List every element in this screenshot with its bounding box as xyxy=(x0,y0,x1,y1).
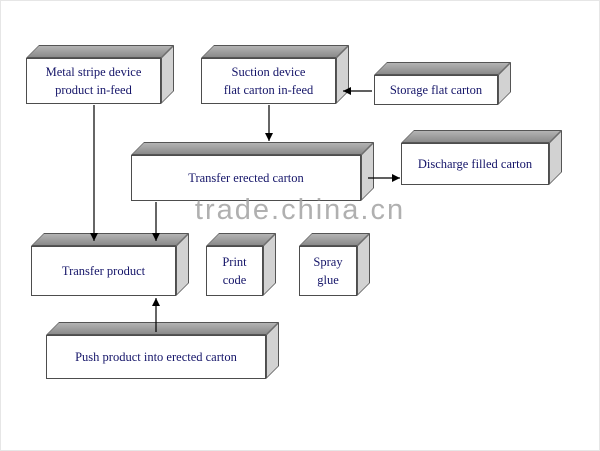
node-transfer-product: Transfer product xyxy=(31,233,189,296)
node-print-code: Print code xyxy=(206,233,276,296)
node-label-transfer-product: Transfer product xyxy=(31,246,176,296)
node-label-push-product: Push product into erected carton xyxy=(46,335,266,379)
node-label-storage-flat-carton: Storage flat carton xyxy=(374,75,498,105)
node-label-print-code: Print code xyxy=(206,246,263,296)
node-discharge-filled-carton: Discharge filled carton xyxy=(401,130,562,185)
box-top-face xyxy=(201,45,349,58)
box-top-face xyxy=(31,233,189,246)
node-label-spray-glue: Spray glue xyxy=(299,246,357,296)
box-top-face xyxy=(131,142,374,155)
node-push-product: Push product into erected carton xyxy=(46,322,279,379)
box-top-face xyxy=(26,45,174,58)
node-storage-flat-carton: Storage flat carton xyxy=(374,62,511,105)
node-suction-infeed: Suction device flat carton in-feed xyxy=(201,45,349,104)
box-side-face xyxy=(176,233,189,296)
box-top-face xyxy=(401,130,562,143)
node-label-suction-infeed: Suction device flat carton in-feed xyxy=(201,58,336,104)
node-label-metal-stripe-infeed: Metal stripe device product in-feed xyxy=(26,58,161,104)
box-side-face xyxy=(357,233,370,296)
node-label-discharge-filled-carton: Discharge filled carton xyxy=(401,143,549,185)
box-side-face xyxy=(263,233,276,296)
node-transfer-erected-carton: Transfer erected carton xyxy=(131,142,374,201)
box-top-face xyxy=(46,322,279,335)
node-spray-glue: Spray glue xyxy=(299,233,370,296)
node-metal-stripe-infeed: Metal stripe device product in-feed xyxy=(26,45,174,104)
box-top-face xyxy=(374,62,511,75)
node-label-transfer-erected-carton: Transfer erected carton xyxy=(131,155,361,201)
